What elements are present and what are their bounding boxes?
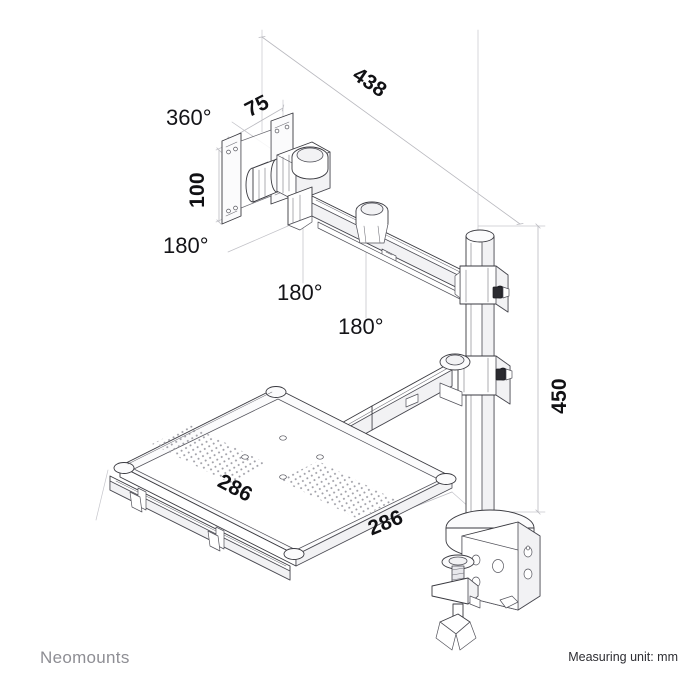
tilt-knuckle xyxy=(245,158,284,203)
lower-pole-collar xyxy=(457,355,513,405)
angle-180-head: 180° xyxy=(163,233,209,258)
measuring-unit-note: Measuring unit: mm xyxy=(568,650,678,664)
dim-438: 438 xyxy=(348,63,391,102)
vesa-plate-rear xyxy=(221,132,242,225)
upper-arm xyxy=(311,195,475,307)
angle-180-arm: 180° xyxy=(338,314,384,339)
head-joint-block xyxy=(276,141,331,202)
lower-clamp-screw xyxy=(495,367,513,381)
tray-corner-pads xyxy=(113,386,457,560)
vesa-mount-assembly xyxy=(221,112,331,231)
tray-mount-holes xyxy=(241,435,324,480)
upper-pole-collar xyxy=(454,265,510,313)
desk-clamp xyxy=(431,509,541,651)
dim-75: 75 xyxy=(241,91,273,122)
upper-clamp-screw xyxy=(492,285,510,299)
angle-360: 360° xyxy=(166,105,212,130)
dim-450: 450 xyxy=(548,378,571,414)
clamp-body-holes xyxy=(471,545,533,588)
dim-100: 100 xyxy=(186,172,209,208)
head-lower-collar xyxy=(287,186,313,231)
tray-front-lip xyxy=(109,475,291,581)
arm-mid-cap xyxy=(355,201,389,244)
rotation-texts: 360° 180° 180° 180° xyxy=(163,105,384,339)
clamp-screw-assembly xyxy=(431,554,479,651)
angle-180-elbow: 180° xyxy=(277,280,323,305)
brand-label: Neomounts xyxy=(40,648,130,667)
tray-pivot-cap xyxy=(439,353,471,371)
laptop-tray xyxy=(109,386,457,581)
